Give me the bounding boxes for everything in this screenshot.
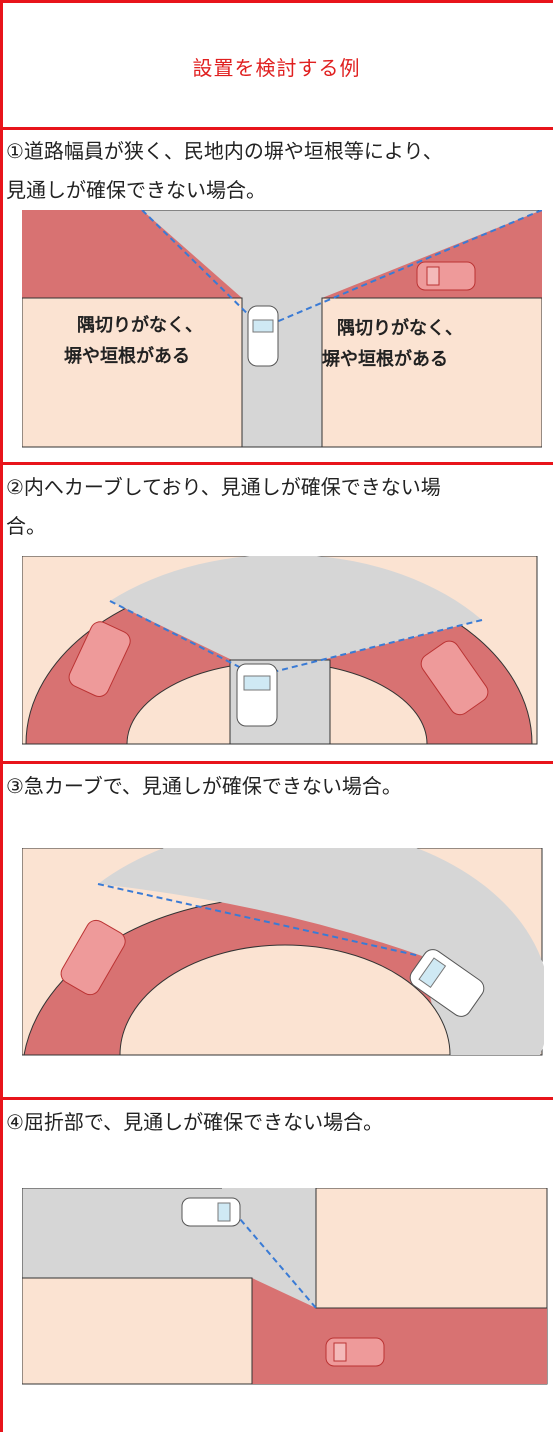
figure-narrow-road: 隅切りがなく、 塀や垣根がある 隅切りがなく、 塀や垣根がある bbox=[22, 210, 542, 448]
car-icon bbox=[420, 640, 489, 716]
figure-sharp-curve bbox=[22, 848, 544, 1056]
car-icon bbox=[416, 261, 476, 291]
section-3-caption: ③急カーブで、見通しが確保できない場合。 bbox=[6, 774, 402, 798]
figure-inner-curve bbox=[22, 556, 538, 745]
label-no-corner-cut: 隅切りがなく、 bbox=[337, 317, 463, 339]
label-fence-hedge: 塀や垣根がある bbox=[64, 345, 190, 367]
car-icon bbox=[236, 663, 278, 727]
divider-line bbox=[0, 127, 553, 130]
car-icon bbox=[68, 621, 131, 697]
section-2-caption: ②内へカーブしており、見通しが確保できない場 合。 bbox=[6, 475, 441, 538]
page-title: 設置を検討する例 bbox=[192, 56, 361, 80]
divider-line bbox=[0, 462, 553, 465]
top-border-line bbox=[0, 0, 553, 3]
left-border-line bbox=[0, 0, 3, 1432]
car-icon bbox=[181, 1197, 241, 1227]
car-icon bbox=[409, 949, 485, 1017]
section-4-caption: ④屈折部で、見通しが確保できない場合。 bbox=[6, 1110, 384, 1134]
label-no-corner-cut: 隅切りがなく、 bbox=[77, 314, 203, 336]
label-fence-hedge: 塀や垣根がある bbox=[322, 348, 448, 370]
section-1-caption: ①道路幅員が狭く、民地内の塀や垣根等により、 見通しが確保できない場合。 bbox=[6, 139, 443, 202]
divider-line bbox=[0, 1097, 553, 1100]
figure-bend bbox=[22, 1188, 548, 1385]
car-icon bbox=[247, 305, 279, 367]
car-icon bbox=[60, 919, 126, 996]
divider-line bbox=[0, 761, 553, 764]
car-icon bbox=[325, 1337, 385, 1367]
